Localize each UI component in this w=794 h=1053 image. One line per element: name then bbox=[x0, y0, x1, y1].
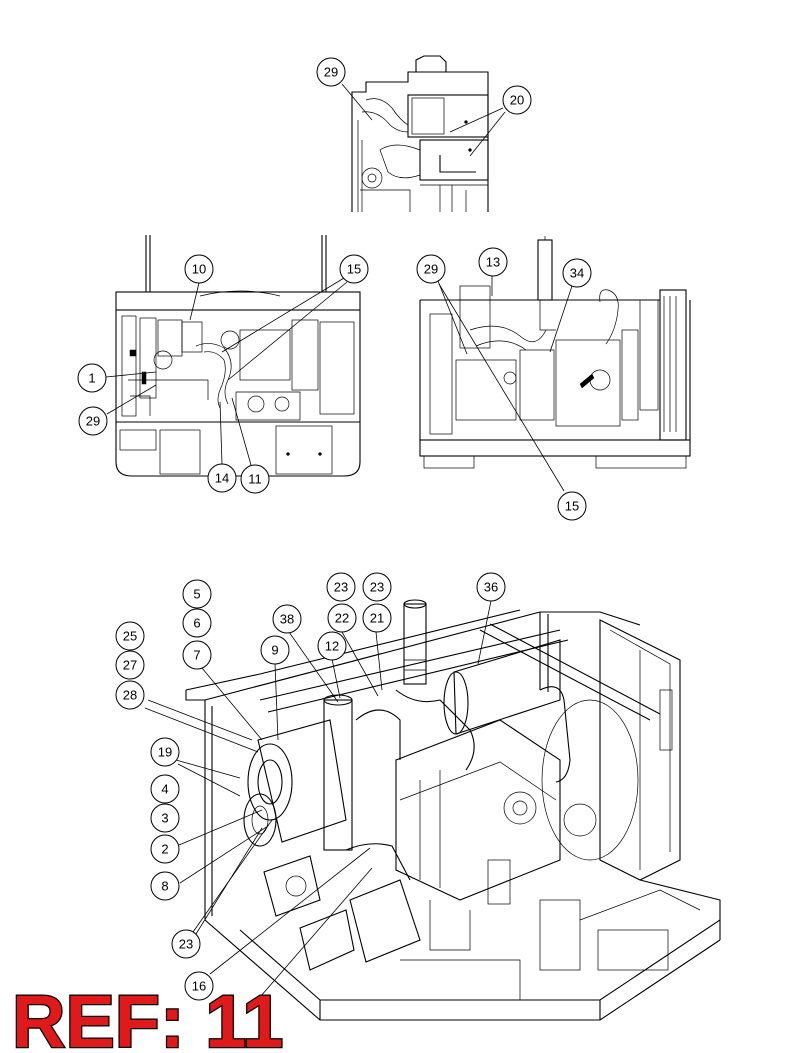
svg-text:7: 7 bbox=[193, 648, 200, 663]
callout-iso-23-a: 23 bbox=[326, 572, 356, 602]
ref-label: REF: 11 bbox=[12, 980, 283, 1053]
callout-iso-4: 4 bbox=[150, 774, 180, 804]
callout-left-11: 11 bbox=[240, 464, 270, 494]
svg-text:15: 15 bbox=[565, 499, 579, 514]
svg-text:23: 23 bbox=[370, 580, 384, 595]
svg-text:21: 21 bbox=[370, 611, 384, 626]
top-detail-view bbox=[351, 55, 489, 212]
isometric-engine-view bbox=[185, 599, 721, 1021]
svg-text:3: 3 bbox=[161, 811, 168, 826]
svg-text:29: 29 bbox=[324, 65, 338, 80]
svg-text:9: 9 bbox=[271, 643, 278, 658]
leader-lines bbox=[105, 83, 573, 1005]
callout-balloons: 29 20 10 15 1 29 14 11 29 13 34 15 23 23… bbox=[77, 57, 592, 1001]
callout-top-29: 29 bbox=[316, 57, 346, 87]
svg-text:4: 4 bbox=[161, 782, 168, 797]
svg-text:11: 11 bbox=[248, 472, 262, 487]
callout-iso-36: 36 bbox=[476, 572, 506, 602]
svg-text:5: 5 bbox=[193, 587, 200, 602]
callout-right-29: 29 bbox=[416, 254, 446, 284]
svg-text:10: 10 bbox=[192, 262, 206, 277]
svg-text:8: 8 bbox=[161, 879, 168, 894]
callout-right-34: 34 bbox=[562, 258, 592, 288]
callout-iso-2: 2 bbox=[150, 834, 180, 864]
callout-iso-22: 22 bbox=[327, 603, 357, 633]
callout-iso-23-b: 23 bbox=[362, 572, 392, 602]
callout-left-1: 1 bbox=[77, 363, 107, 393]
callout-iso-28: 28 bbox=[115, 680, 145, 710]
svg-text:15: 15 bbox=[347, 262, 361, 277]
callout-iso-25: 25 bbox=[115, 621, 145, 651]
callout-left-14: 14 bbox=[207, 463, 237, 493]
svg-text:38: 38 bbox=[280, 612, 294, 627]
callout-iso-27: 27 bbox=[115, 650, 145, 680]
svg-text:19: 19 bbox=[158, 745, 172, 760]
callout-iso-23-c: 23 bbox=[171, 929, 201, 959]
svg-text:16: 16 bbox=[192, 979, 206, 994]
svg-text:22: 22 bbox=[335, 611, 349, 626]
callout-left-10: 10 bbox=[184, 254, 214, 284]
left-elevation-view bbox=[115, 235, 361, 477]
svg-text:29: 29 bbox=[86, 414, 100, 429]
svg-text:14: 14 bbox=[215, 471, 229, 486]
callout-iso-5: 5 bbox=[182, 579, 212, 609]
callout-iso-6: 6 bbox=[182, 608, 212, 638]
svg-text:6: 6 bbox=[193, 616, 200, 631]
svg-text:23: 23 bbox=[179, 937, 193, 952]
svg-text:36: 36 bbox=[484, 580, 498, 595]
callout-left-29: 29 bbox=[78, 406, 108, 436]
callout-iso-38: 38 bbox=[272, 604, 302, 634]
callout-right-13: 13 bbox=[478, 247, 508, 277]
callout-iso-21: 21 bbox=[362, 603, 392, 633]
svg-text:12: 12 bbox=[325, 639, 339, 654]
callout-iso-8: 8 bbox=[150, 871, 180, 901]
callout-right-15: 15 bbox=[557, 491, 587, 521]
svg-text:25: 25 bbox=[123, 629, 137, 644]
svg-text:2: 2 bbox=[161, 842, 168, 857]
callout-iso-16: 16 bbox=[184, 971, 214, 1001]
svg-text:27: 27 bbox=[123, 658, 137, 673]
svg-text:29: 29 bbox=[424, 262, 438, 277]
callout-iso-19: 19 bbox=[150, 737, 180, 767]
callout-top-20: 20 bbox=[502, 85, 532, 115]
svg-text:1: 1 bbox=[88, 371, 95, 386]
callout-iso-7: 7 bbox=[182, 640, 212, 670]
callout-iso-9: 9 bbox=[260, 635, 290, 665]
callout-iso-12: 12 bbox=[317, 631, 347, 661]
svg-text:13: 13 bbox=[486, 255, 500, 270]
svg-text:34: 34 bbox=[570, 266, 584, 281]
right-elevation-view bbox=[419, 236, 691, 469]
svg-text:28: 28 bbox=[123, 688, 137, 703]
svg-text:23: 23 bbox=[334, 580, 348, 595]
callout-iso-3: 3 bbox=[150, 803, 180, 833]
svg-text:20: 20 bbox=[510, 93, 524, 108]
callout-left-15: 15 bbox=[339, 254, 369, 284]
